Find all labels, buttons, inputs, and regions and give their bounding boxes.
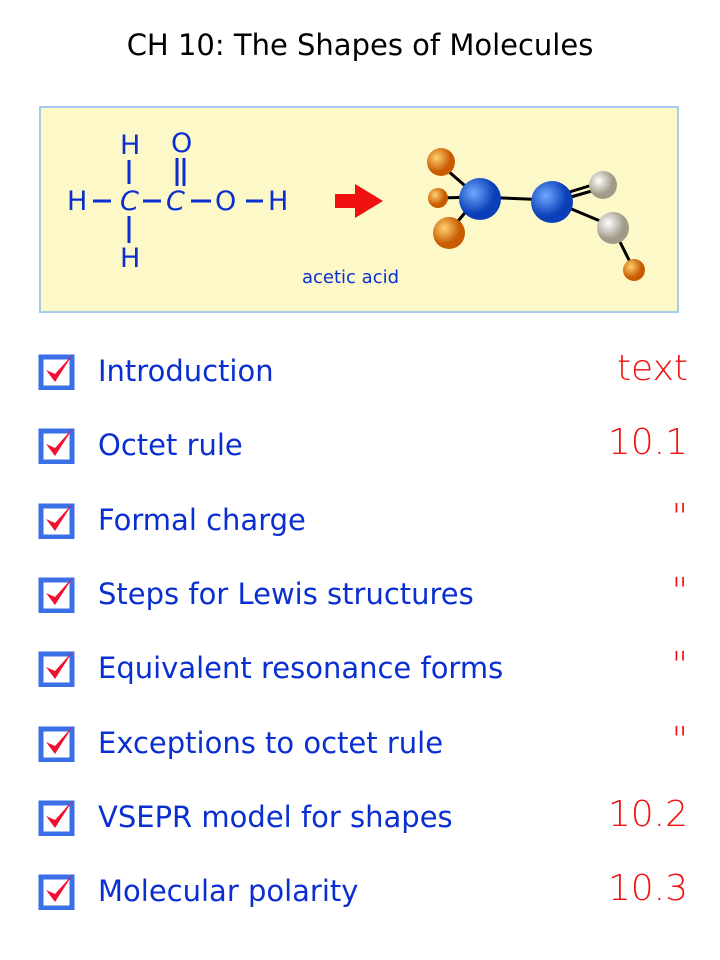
atom-o: O — [171, 128, 193, 159]
checkbox-checked-icon[interactable] — [38, 872, 76, 911]
topic-label: Molecular polarity — [98, 874, 359, 909]
figure-caption: acetic acid — [302, 267, 400, 288]
topic-label: Exceptions to octet rule — [98, 725, 444, 760]
topic-item: Equivalent resonance forms " — [38, 645, 698, 699]
topic-label: Equivalent resonance forms — [98, 651, 504, 686]
topic-label: Formal charge — [98, 502, 306, 537]
checkbox-checked-icon[interactable] — [38, 426, 76, 465]
checkbox-checked-icon[interactable] — [38, 649, 76, 688]
checkbox-checked-icon[interactable] — [38, 724, 76, 762]
checkbox-checked-icon[interactable] — [38, 575, 76, 613]
atom-h: H — [67, 186, 88, 217]
checkbox-checked-icon[interactable] — [38, 798, 76, 836]
topic-label: Steps for Lewis structures — [98, 576, 474, 611]
checkbox-checked-icon[interactable] — [38, 501, 76, 539]
topic-section-ref: 10.3 — [607, 868, 688, 910]
arrow-right-icon — [335, 184, 383, 218]
molecule-model — [427, 148, 645, 281]
topic-section-ref: " — [671, 496, 688, 538]
topic-item: Exceptions to octet rule " — [38, 720, 698, 774]
topic-section-ref: text — [616, 348, 688, 389]
topic-section-ref: 10.1 — [607, 422, 688, 464]
acetic-acid-figure: H C C O H H O H acetic acid — [39, 106, 679, 313]
atom-h: H — [268, 186, 289, 217]
atom-o: O — [215, 186, 237, 217]
topic-label: VSEPR model for shapes — [98, 799, 453, 834]
topic-item: Steps for Lewis structures " — [38, 571, 698, 625]
atom-c: C — [120, 186, 139, 217]
topic-section-ref: " — [671, 645, 688, 687]
topic-item: Introduction text — [38, 348, 698, 402]
atom-c: C — [166, 186, 185, 217]
structure-bonds — [93, 148, 645, 281]
topic-label: Octet rule — [98, 428, 243, 463]
checkbox-checked-icon[interactable] — [38, 352, 76, 390]
atom-h: H — [120, 130, 141, 161]
topic-label: Introduction — [98, 354, 274, 388]
topic-item: VSEPR model for shapes 10.2 — [38, 794, 698, 848]
topic-section-ref: " — [671, 570, 688, 612]
atom-h: H — [120, 243, 141, 274]
topic-section-ref: " — [671, 719, 688, 761]
topic-item: Molecular polarity 10.3 — [38, 868, 698, 922]
topic-item: Formal charge " — [38, 497, 698, 551]
topic-item: Octet rule 10.1 — [38, 422, 698, 476]
topic-section-ref: 10.2 — [607, 793, 688, 835]
page-title: CH 10: The Shapes of Molecules — [126, 28, 594, 62]
